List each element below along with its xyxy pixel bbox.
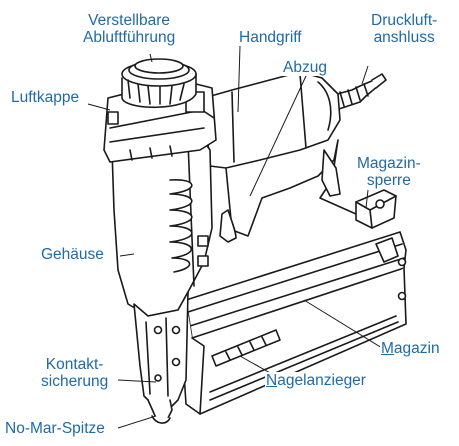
frame-and-trigger bbox=[219, 139, 359, 243]
trigger bbox=[219, 209, 237, 243]
label-handle: Handgriff bbox=[238, 29, 303, 46]
nail-indicator bbox=[211, 329, 281, 367]
label-air-fitting-line2: anshluss bbox=[373, 29, 435, 46]
leader-lines bbox=[87, 45, 383, 429]
magazine-lock bbox=[355, 189, 397, 229]
label-contact-safety: Kontakt- sicherung bbox=[40, 356, 110, 390]
label-nail-indicator-initial: N bbox=[266, 372, 278, 389]
label-magazine-rest: agazin bbox=[393, 340, 440, 357]
housing bbox=[111, 135, 213, 317]
label-adjustable-exhaust-line2: Abluftführung bbox=[83, 29, 176, 46]
magazine bbox=[179, 231, 407, 415]
label-air-fitting-line1: Druckluft- bbox=[371, 12, 438, 29]
label-magazine: Magazin bbox=[380, 340, 441, 357]
label-air-cap: Luftkappe bbox=[10, 89, 81, 106]
label-contact-safety-line1: Kontakt- bbox=[45, 356, 104, 373]
label-air-fitting: Druckluft- anshluss bbox=[370, 12, 439, 46]
label-nail-indicator-rest: agelanzieger bbox=[277, 372, 366, 389]
label-magazine-initial: M bbox=[381, 340, 394, 357]
adjustable-exhaust bbox=[121, 58, 197, 109]
nose-and-contact bbox=[133, 291, 189, 424]
label-magazine-lock: Magazin- sperre bbox=[356, 155, 422, 189]
label-no-mar-tip: No-Mar-Spitze bbox=[4, 420, 106, 437]
label-housing: Gehäuse bbox=[40, 246, 105, 263]
label-magazine-lock-line1: Magazin- bbox=[357, 155, 421, 172]
handle bbox=[203, 71, 341, 169]
label-adjustable-exhaust: Verstellbare Abluftführung bbox=[82, 12, 177, 46]
label-adjustable-exhaust-line1: Verstellbare bbox=[88, 12, 171, 29]
label-trigger: Abzug bbox=[282, 59, 328, 76]
label-contact-safety-line2: sicherung bbox=[41, 373, 109, 390]
label-nail-indicator: Nagelanzieger bbox=[265, 372, 367, 389]
label-magazine-lock-line2: sperre bbox=[366, 172, 411, 189]
air-fitting bbox=[329, 73, 387, 111]
